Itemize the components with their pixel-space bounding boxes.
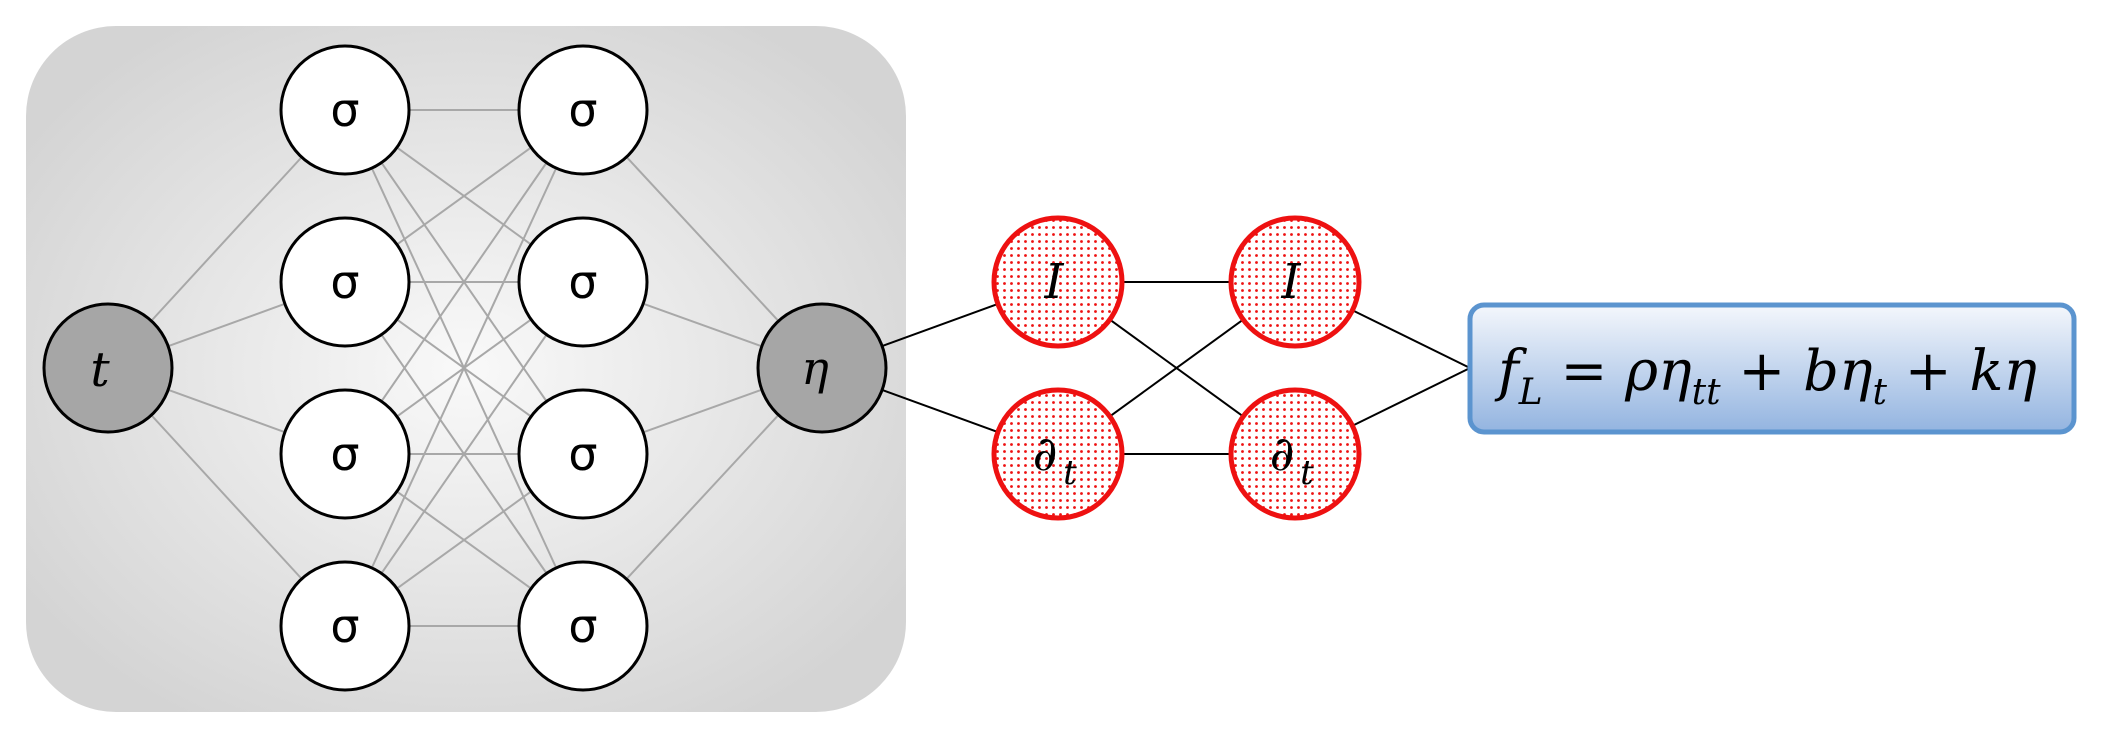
derivative-operator-node: ∂ t xyxy=(1228,387,1362,521)
connection-line xyxy=(625,156,780,322)
neuron-activation-label: σ xyxy=(330,83,359,137)
hidden-neuron: σ xyxy=(517,216,649,348)
operator-label: ∂ xyxy=(1270,426,1295,482)
identity-operator-node: I xyxy=(991,215,1125,349)
connection-line xyxy=(1351,309,1471,369)
identity-operator-node: I xyxy=(1228,215,1362,349)
connection-line xyxy=(396,146,532,246)
input-node: t xyxy=(42,302,174,434)
neuron-activation-label: σ xyxy=(330,427,359,481)
loss-equation: fL = ρηtt + bηt + kη xyxy=(1494,339,2037,413)
neuron-activation-label: σ xyxy=(568,255,597,309)
connection-line xyxy=(881,302,999,348)
connection-line xyxy=(370,167,558,569)
input-node-label: t xyxy=(90,342,110,398)
operator-label: I xyxy=(1281,254,1302,310)
neuron-activation-label: σ xyxy=(568,83,597,137)
connection-line xyxy=(167,302,286,348)
operator-subscript: t xyxy=(1063,453,1077,493)
connection-line xyxy=(642,388,763,434)
neuron-activation-label: σ xyxy=(330,599,359,653)
connection-line xyxy=(150,156,303,322)
operator-connections xyxy=(881,281,1471,455)
operator-layer-2: I ∂ t xyxy=(1228,215,1362,521)
connection-line xyxy=(1351,367,1471,427)
derivative-operator-node: ∂ t xyxy=(991,387,1125,521)
hidden-neuron: σ xyxy=(279,388,411,520)
operator-label: ∂ xyxy=(1033,426,1058,482)
connection-line xyxy=(150,414,303,580)
hidden-neuron: σ xyxy=(517,560,649,692)
connection-line xyxy=(380,162,548,402)
neuron-activation-label: σ xyxy=(330,255,359,309)
hidden-neuron: σ xyxy=(279,560,411,692)
operator-label: I xyxy=(1044,254,1065,310)
neuron-activation-label: σ xyxy=(568,599,597,653)
hidden-layer-1: σ σ σ σ xyxy=(279,44,411,692)
connection-line xyxy=(881,388,999,434)
output-node: η xyxy=(756,302,888,434)
operator-subscript: t xyxy=(1300,453,1314,493)
hidden-neuron: σ xyxy=(517,44,649,176)
neuron-activation-label: σ xyxy=(568,427,597,481)
hidden-neuron: σ xyxy=(279,216,411,348)
connection-line xyxy=(625,414,780,580)
connection-line xyxy=(1109,318,1244,418)
hidden-layer-2: σ σ σ σ xyxy=(517,44,649,692)
network-connections xyxy=(150,109,780,627)
connection-line xyxy=(380,334,548,574)
connection-line xyxy=(396,490,532,590)
connection-line xyxy=(642,302,763,348)
output-node-label: η xyxy=(801,341,829,395)
hidden-neuron: σ xyxy=(517,388,649,520)
connection-line xyxy=(167,388,286,434)
operator-layer-1: I ∂ t xyxy=(991,215,1125,521)
loss-equation-box: fL = ρηtt + bηt + kη xyxy=(1467,302,2077,435)
hidden-neuron: σ xyxy=(279,44,411,176)
